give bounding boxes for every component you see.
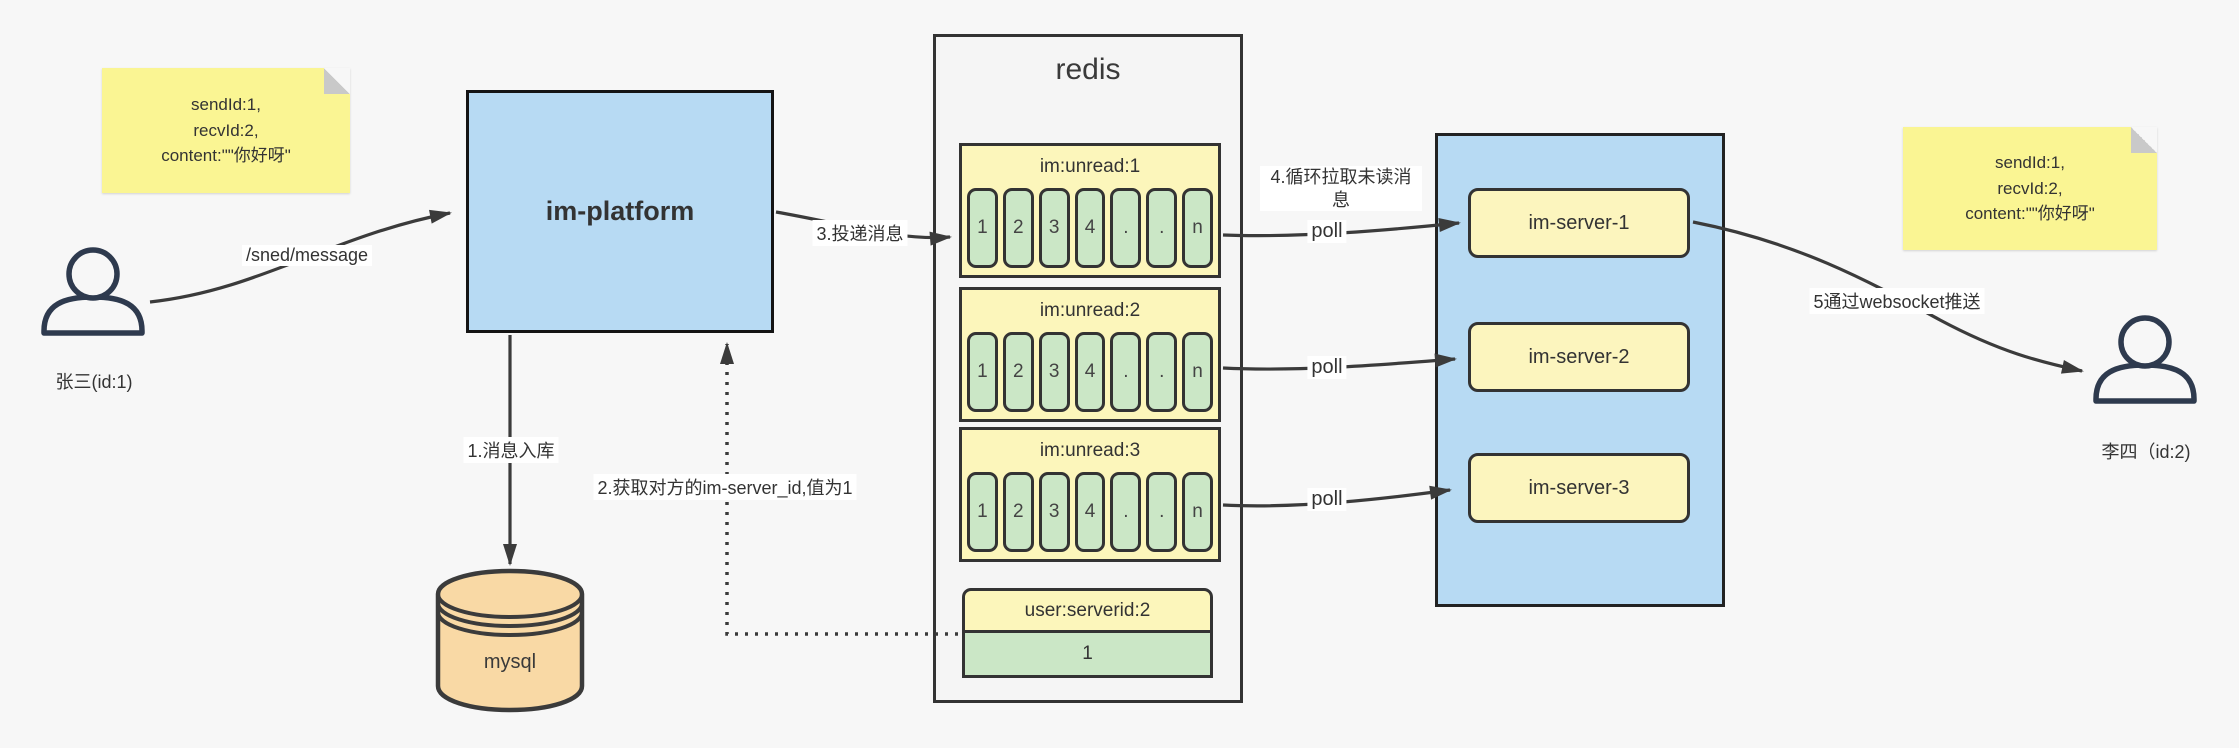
- queue-cells: 1 2 3 4 . . n: [962, 332, 1218, 419]
- queue-cell: .: [1146, 332, 1178, 412]
- message-note-right: sendId:1, recvId:2, content:""你好呀": [1903, 127, 2157, 250]
- queue-cell: 4: [1074, 332, 1106, 412]
- redis-title: redis: [1055, 53, 1121, 86]
- queue-cell: n: [1182, 188, 1214, 268]
- edge-label-step5: 5通过websocket推送: [1809, 288, 1985, 314]
- mysql-label: mysql: [483, 651, 537, 673]
- im-server-2-node: im-server-2: [1468, 322, 1690, 392]
- queue-cell: 3: [1038, 188, 1070, 268]
- edge-label-poll-2: poll: [1307, 356, 1347, 379]
- edge-label-step3: 3.投递消息: [812, 220, 908, 246]
- queue-cells: 1 2 3 4 . . n: [962, 472, 1218, 559]
- im-platform-node: im-platform: [466, 90, 774, 333]
- user-icon: [41, 247, 145, 336]
- queue-cell: 4: [1074, 472, 1106, 552]
- im-server-3-node: im-server-3: [1468, 453, 1690, 523]
- edge-label-step4: 4.循环拉取未读消息: [1260, 166, 1422, 211]
- queue-cell: .: [1146, 472, 1178, 552]
- note-line: content:""你好呀": [1965, 204, 2095, 224]
- note-line: sendId:1,: [191, 95, 261, 115]
- queue-name: im:unread:1: [1039, 156, 1141, 177]
- queue-cell: 1: [967, 188, 998, 268]
- im-server-label: im-server-1: [1528, 211, 1630, 234]
- im-server-label: im-server-2: [1528, 345, 1630, 368]
- queue-cell: 3: [1038, 472, 1070, 552]
- edge-label-poll-1: poll: [1307, 220, 1347, 243]
- kv-key: user:serverid:2: [962, 588, 1213, 633]
- note-fold-corner: [324, 68, 350, 94]
- queue-cell: .: [1110, 332, 1142, 412]
- queue-cell: n: [1182, 332, 1214, 412]
- queue-cell: 1: [967, 332, 998, 412]
- im-platform-label: im-platform: [545, 196, 695, 226]
- im-server-label: im-server-3: [1528, 476, 1630, 499]
- user-icon: [2093, 315, 2197, 404]
- edge-label-poll-3: poll: [1307, 488, 1347, 511]
- queue-cell: 2: [1002, 472, 1034, 552]
- mysql-database-icon: [435, 568, 585, 713]
- queue-cell: 2: [1002, 188, 1034, 268]
- queue-cell: 1: [967, 472, 998, 552]
- unread-queue-2: im:unread:2 1 2 3 4 . . n: [959, 287, 1221, 422]
- queue-cell: 4: [1074, 188, 1106, 268]
- note-fold-corner: [2131, 127, 2157, 153]
- queue-cell: 2: [1002, 332, 1034, 412]
- im-server-1-node: im-server-1: [1468, 188, 1690, 258]
- queue-cells: 1 2 3 4 . . n: [962, 188, 1218, 275]
- user-serverid-kv: user:serverid:2 1: [962, 588, 1213, 678]
- queue-cell: .: [1146, 188, 1178, 268]
- unread-queue-3: im:unread:3 1 2 3 4 . . n: [959, 427, 1221, 562]
- note-line: sendId:1,: [1995, 153, 2065, 173]
- kv-value: 1: [962, 633, 1213, 678]
- note-line: recvId:2,: [1997, 178, 2063, 198]
- queue-cell: .: [1110, 472, 1142, 552]
- note-line: content:""你好呀": [161, 146, 291, 166]
- edge-label-step2: 2.获取对方的im-server_id,值为1: [593, 474, 857, 500]
- queue-cell: 3: [1038, 332, 1070, 412]
- queue-name: im:unread:2: [1039, 300, 1141, 321]
- queue-cell: n: [1182, 472, 1214, 552]
- receiver-label: 李四（id:2): [2101, 442, 2191, 462]
- sender-label: 张三(id:1): [55, 372, 133, 392]
- edge-label-step1: 1.消息入库: [463, 437, 559, 463]
- edge-label-send: /sned/message: [241, 245, 373, 266]
- unread-queue-1: im:unread:1 1 2 3 4 . . n: [959, 143, 1221, 278]
- note-line: recvId:2,: [193, 120, 259, 140]
- queue-name: im:unread:3: [1039, 440, 1141, 461]
- queue-cell: .: [1110, 188, 1142, 268]
- message-note-left: sendId:1, recvId:2, content:""你好呀": [102, 68, 350, 193]
